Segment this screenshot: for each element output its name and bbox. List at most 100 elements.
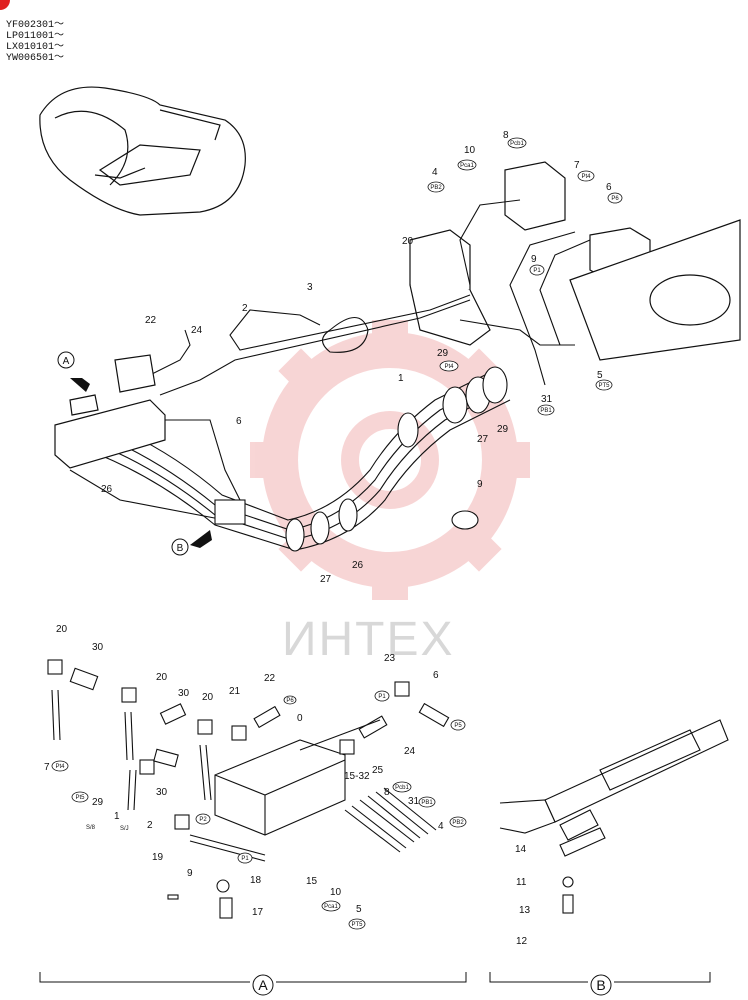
watermark-gear [250,320,530,600]
callout: 6 [236,416,242,427]
serial-number: LP011001～ [6,31,65,42]
view-marker-b: B [171,538,189,556]
svg-text:A: A [258,977,268,993]
port-tag: P2 [199,817,207,823]
port-tag: P5 [454,723,462,729]
callout: 24 [404,746,416,757]
callout: 2 [242,303,248,314]
port-tag: PT5 [598,383,610,389]
callout: 12 [516,936,528,947]
callout: 9 [187,868,193,879]
callout: 30 [156,787,168,798]
callout: 20 [56,624,68,635]
callout: 19 [152,852,164,863]
callout: 7 [574,160,580,171]
callout: 14 [515,844,527,855]
callout: 27 [320,574,332,585]
callout: 5 [356,904,362,915]
callout: 26 [101,484,113,495]
section-a-port-tags: Pt4 Pt5 P2 P1 P1 P5 Pcb1 PB1 PB2 Pca1 PT… [51,690,467,930]
port-tag: Pcb1 [510,141,524,147]
callout: 4 [438,821,444,832]
callout: 3 [307,282,313,293]
callout: 21 [229,686,241,697]
port-tag: Pca1 [460,163,474,169]
callout: 6 [433,670,439,681]
callout: 20 [156,672,168,683]
code-label: S/8 [86,825,96,831]
callout: 29 [92,797,104,808]
callout: 9 [531,254,537,265]
section-a-tubes [51,689,437,862]
callout: 6 [606,182,612,193]
left-manifold [54,354,166,469]
callout: 31 [541,394,553,405]
view-arrows [70,378,212,548]
port-tag: P6 [286,698,294,704]
port-tag: PB1 [421,800,433,806]
callout: 15-32 [344,771,370,782]
callout: 26 [352,560,364,571]
corner-mark [0,0,10,10]
callout: 13 [519,905,531,916]
callout: 29 [497,424,509,435]
section-label-b: B [590,974,612,996]
callout: 22 [145,315,157,326]
callout: 1 [398,373,404,384]
callout: 7 [44,762,50,773]
callout: 5 [597,370,603,381]
port-tag: Pca1 [324,904,338,910]
serial-number-list: YF002301～ LP011001～ LX010101～ YW006501～ [6,20,64,64]
callout: 27 [477,434,489,445]
port-tag: Pt4 [444,364,454,370]
callout: 0 [297,713,303,724]
section-b-parts [499,719,729,914]
callout: 8 [503,130,509,141]
code-label: S/J [120,826,129,832]
callout: 23 [384,653,396,664]
callout: 10 [330,887,342,898]
serial-number: LX010101～ [6,42,65,53]
port-tag: Pt4 [581,174,591,180]
port-tag: P6 [611,196,619,202]
callout: 20 [202,692,214,703]
port-tag: Pt4 [55,764,65,770]
serial-number: YF002301～ [6,20,65,31]
port-tag: P1 [378,694,386,700]
machine-thumbnail [39,86,246,216]
callout: 20 [402,236,414,247]
port-tag: PB2 [452,820,464,826]
callout: 22 [264,673,276,684]
section-label-a: A [252,974,274,996]
upper-port-tags: Pcb1 Pca1 Pt4 PB2 P6 P1 Pt4 PT5 PB1 [427,137,623,416]
serial-number: YW006501～ [6,53,65,64]
callout: 30 [178,688,190,699]
callout: 18 [250,875,262,886]
port-tag: PB2 [430,185,442,191]
pilot-hoses [139,199,591,396]
callout: 25 [372,765,384,776]
port-tag: P1 [533,268,541,274]
port-tag: PB1 [540,408,552,414]
callout: 31 [408,796,420,807]
section-a-callouts: 20 30 20 30 20 21 22 0 23 6 7 29 1 2 30 … [44,624,444,918]
callout: 1 [114,811,120,822]
callout: 11 [516,877,527,888]
callout: 15 [306,876,318,887]
callout: 2 [147,820,153,831]
port-tag: P1 [241,856,249,862]
pilot-valve-blocks [409,161,741,361]
callout: 8 [384,787,390,798]
callout: 17 [252,907,264,918]
callout: 24 [191,325,203,336]
port-tag: Pt5 [75,795,85,801]
callout: 10 [464,145,476,156]
svg-text:B: B [596,977,605,993]
port-tag: Pcb1 [395,785,409,791]
callout: 9 [477,479,483,490]
hose-bundle [69,366,511,552]
port-tag: PT5 [351,922,363,928]
section-b-callouts: 14 11 13 12 [515,844,531,947]
section-brackets [39,972,711,983]
